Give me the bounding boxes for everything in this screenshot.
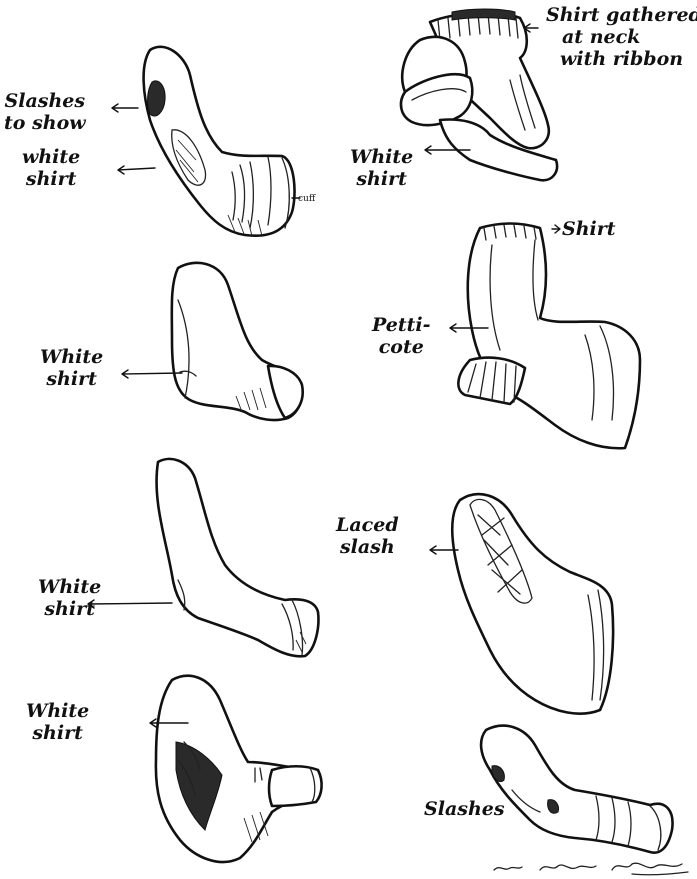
sleeve-drawing-bottom-left [156, 676, 322, 862]
sleeve-drawing-lower-left [157, 459, 319, 656]
label-slashes: Slashes [424, 798, 505, 820]
artist-signature [492, 858, 692, 879]
sleeve-drawing-laced-slash [452, 494, 613, 714]
label-white-shirt-3: White shirt [40, 346, 103, 390]
label-cuff: cuff [298, 194, 315, 204]
sleeve-drawing-slashed [144, 47, 295, 236]
label-shirt-gathered: Shirt gathered at neck with ribbon [546, 4, 697, 70]
sleeve-drawing-middle-left [172, 263, 303, 420]
label-laced-slash: Laced slash [336, 514, 399, 558]
label-petticote: Petti- cote [372, 314, 431, 358]
label-white-shirt-2: White shirt [350, 146, 413, 190]
sleeve-drawing-gathered-shirt [401, 9, 557, 180]
label-white-shirt-5: White shirt [26, 700, 89, 744]
label-shirt: Shirt [562, 218, 616, 240]
label-slashes-to-show: Slashes to show [4, 90, 86, 134]
label-white-shirt-1: white shirt [22, 146, 80, 190]
sleeve-drawing-petticote [458, 224, 640, 449]
label-white-shirt-4: White shirt [38, 576, 101, 620]
sleeve-drawing-slashes-forearm [481, 726, 672, 853]
